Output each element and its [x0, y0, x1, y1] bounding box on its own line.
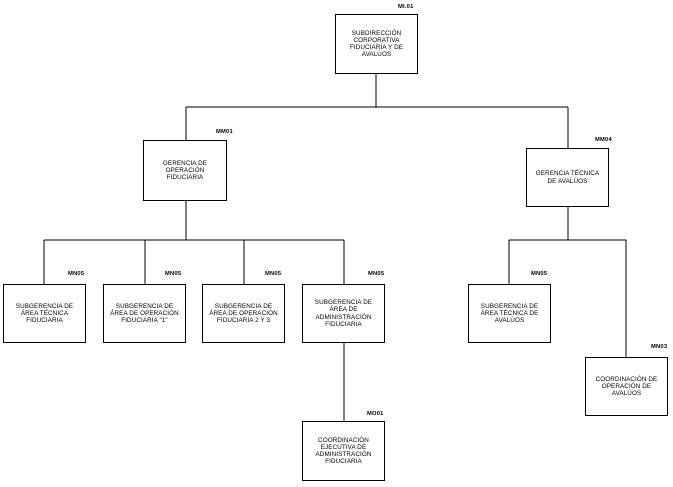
node-code-subgerencia-tecnica-fiduciaria: MN05 — [68, 271, 85, 277]
node-code-coordinacion-ejecutiva: MO01 — [367, 411, 384, 417]
node-subgerencia-tecnica-avaluos: SUBGERENCIA DE ÁREA TÉCNICA DE AVALÚOS — [468, 284, 551, 343]
node-subdireccion-corporativa: SUBDIRECCIÓN CORPORATIVA FIDUCIARIA Y DE… — [335, 14, 418, 74]
node-coordinacion-ejecutiva-administracion: COORDINACIÓN EJECUTIVA DE ADMINISTRACIÓN… — [302, 421, 385, 481]
node-gerencia-tecnica-avaluos: GERENCIA TÉCNICA DE AVALÚOS — [526, 148, 609, 207]
node-code-coordinacion-operacion: MN03 — [651, 344, 668, 350]
node-gerencia-operacion-fiduciaria: GERENCIA DE OPERACIÓN FIDUCIARIA — [143, 140, 227, 201]
node-subgerencia-operacion-fiduciaria-2-3: SUBGERENCIA DE ÁREA DE OPERACIÓN FIDUCIA… — [202, 284, 285, 343]
node-code-subgerencia-operacion-2-3: MN05 — [265, 271, 282, 277]
node-code-gerencia-operacion: MM01 — [216, 129, 233, 135]
node-code-subgerencia-tecnica-avaluos: MN05 — [531, 271, 548, 277]
node-coordinacion-operacion-avaluos: COORDINACIÓN DE OPERACIÓN DE AVALÚOS — [585, 357, 668, 416]
node-code-subdireccion: MI.01 — [398, 4, 414, 10]
node-code-subgerencia-operacion-1: MN05 — [165, 271, 182, 277]
node-code-subgerencia-administracion: MN05 — [368, 271, 385, 277]
node-subgerencia-tecnica-fiduciaria: SUBGERENCIA DE ÁREA TÉCNICA FIDUCIARIA — [3, 284, 86, 343]
node-subgerencia-administracion-fiduciaria: SUBGERENCIA DE ÁREA DE ADMINISTRACIÓN FI… — [302, 284, 385, 343]
node-code-gerencia-tecnica: MM04 — [595, 137, 612, 143]
node-subgerencia-operacion-fiduciaria-1: SUBGERENCIA DE ÁREA DE OPERACIÓN FIDUCIA… — [103, 284, 186, 343]
